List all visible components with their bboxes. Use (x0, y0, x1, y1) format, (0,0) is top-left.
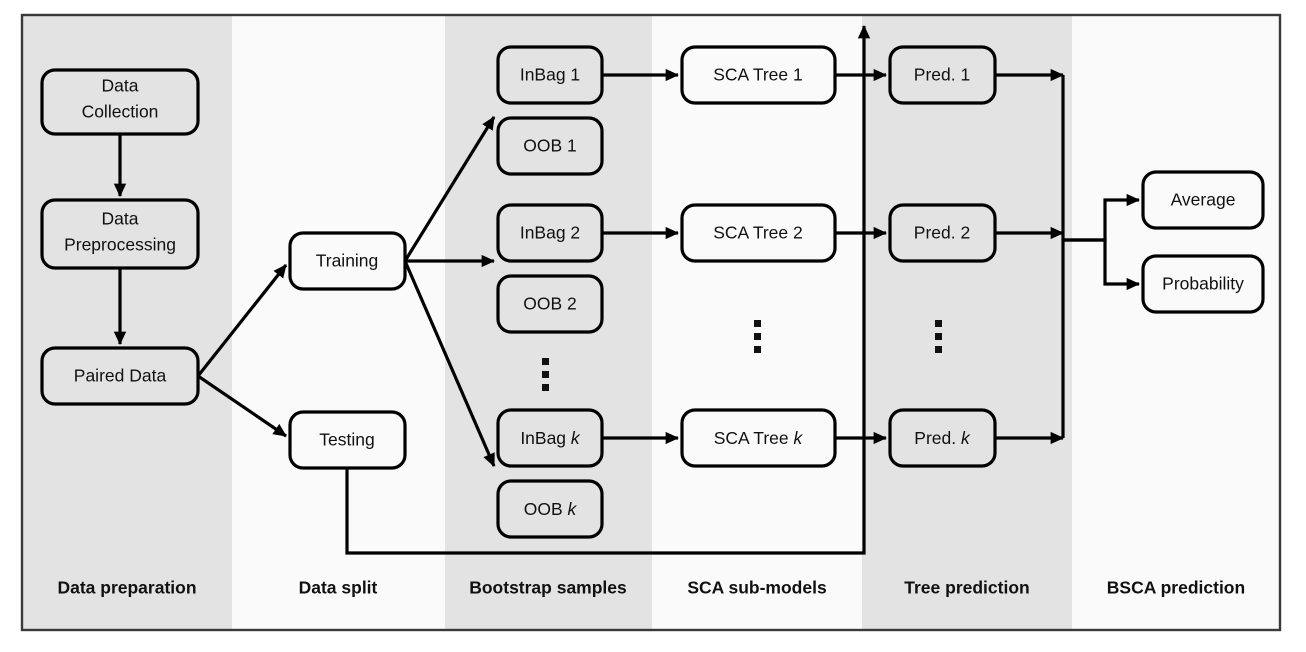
node-data-preprocessing-shape[interactable] (40, 198, 200, 270)
node-pred-2[interactable]: Pred. 2 (888, 203, 997, 263)
node-probability-label: Probability (1162, 274, 1244, 294)
node-sca-tree-2[interactable]: SCA Tree 2 (680, 203, 837, 263)
node-oob-1-shape[interactable] (496, 116, 604, 176)
node-testing[interactable]: Testing (288, 410, 407, 470)
band-backgrounds (22, 15, 1280, 630)
edge-training-to-bootstrap-1 (403, 116, 496, 262)
band-bsca-prediction (1072, 15, 1280, 630)
node-probability[interactable]: Probability (1141, 254, 1265, 314)
node-data-preprocessing-label-line1: Data (102, 209, 139, 229)
node-oob-2[interactable]: OOB 2 (496, 274, 604, 334)
node-testing-label: Testing (319, 430, 374, 450)
node-inbag-2-shape[interactable] (496, 203, 604, 263)
node-oob-2-shape[interactable] (496, 274, 604, 334)
node-inbag-1-label: InBag 1 (520, 65, 580, 85)
node-data-collection-shape[interactable] (40, 68, 200, 136)
node-oob-k[interactable]: OOB k (496, 479, 604, 539)
node-pred-2-shape[interactable] (888, 203, 997, 263)
node-training-shape[interactable] (288, 231, 407, 291)
node-training-label: Training (316, 251, 379, 271)
band-label-bsca-prediction: BSCA prediction (1107, 578, 1245, 598)
node-oob-k-shape[interactable] (496, 479, 604, 539)
node-sca-tree-2-label: SCA Tree 2 (713, 223, 803, 243)
node-average[interactable]: Average (1141, 170, 1265, 230)
node-sca-tree-k[interactable]: SCA Tree k (680, 408, 837, 468)
edge-bus-to-probability (1063, 238, 1141, 291)
node-inbag-k[interactable]: InBag k (496, 408, 604, 468)
band-label-bootstrap-samples: Bootstrap samples (469, 578, 627, 598)
band-label-data-preparation: Data preparation (57, 578, 196, 598)
node-inbag-2[interactable]: InBag 2 (496, 203, 604, 263)
node-data-preprocessing-label-line2: Preprocessing (64, 235, 176, 255)
ellipsis-predictions-icon (935, 320, 942, 353)
node-pred-2-label: Pred. 2 (914, 223, 970, 243)
node-paired-data-label: Paired Data (74, 366, 167, 386)
node-sca-tree-k-shape[interactable] (680, 408, 837, 468)
band-tree-prediction (862, 15, 1072, 630)
edge-paired-data-to-testing (197, 374, 287, 438)
node-pred-1-label: Pred. 1 (914, 65, 970, 85)
node-inbag-1[interactable]: InBag 1 (496, 45, 604, 105)
node-sca-tree-1-shape[interactable] (680, 45, 837, 105)
diagram-frame (20, 13, 1282, 632)
edge-training-to-bootstrap-k (403, 260, 496, 467)
node-oob-2-label: OOB 2 (523, 294, 577, 314)
node-oob-1[interactable]: OOB 1 (496, 116, 604, 176)
node-inbag-1-shape[interactable] (496, 45, 604, 105)
node-paired-data-shape[interactable] (40, 346, 200, 406)
flow-edges (113, 24, 1141, 555)
band-data-split (232, 15, 445, 630)
node-data-preprocessing[interactable]: Data Preprocessing (40, 198, 200, 270)
node-data-collection-label-line2: Collection (82, 102, 159, 122)
node-inbag-2-label: InBag 2 (520, 223, 580, 243)
band-label-sca-sub-models: SCA sub-models (687, 578, 827, 598)
node-pred-1-shape[interactable] (888, 45, 997, 105)
node-pred-k-label: Pred. k (914, 428, 971, 448)
ellipsis-bootstrap-icon (542, 358, 549, 391)
node-probability-shape[interactable] (1141, 254, 1265, 314)
node-pred-1[interactable]: Pred. 1 (888, 45, 997, 105)
node-sca-tree-1[interactable]: SCA Tree 1 (680, 45, 837, 105)
band-labels: Data preparation Data split Bootstrap sa… (57, 578, 1245, 598)
node-oob-1-label: OOB 1 (523, 136, 577, 156)
node-inbag-k-shape[interactable] (496, 408, 604, 468)
edge-paired-data-to-training (196, 264, 288, 377)
node-average-shape[interactable] (1141, 170, 1265, 230)
node-pred-k-shape[interactable] (888, 408, 997, 468)
node-sca-tree-k-label: SCA Tree k (714, 428, 804, 448)
node-testing-shape[interactable] (288, 410, 407, 470)
node-boxes: Data Collection Data Preprocessing Paire… (40, 45, 1265, 539)
node-pred-k[interactable]: Pred. k (888, 408, 997, 468)
node-sca-tree-2-shape[interactable] (680, 203, 837, 263)
node-sca-tree-1-label: SCA Tree 1 (713, 65, 803, 85)
node-inbag-k-label: InBag k (520, 428, 581, 448)
node-data-collection-label-line1: Data (102, 76, 139, 96)
node-paired-data[interactable]: Paired Data (40, 346, 200, 406)
node-data-collection[interactable]: Data Collection (40, 68, 200, 136)
node-oob-k-label: OOB k (524, 499, 578, 519)
ellipsis-sca-trees-icon (754, 320, 761, 353)
edge-testing-feedback-to-trees (345, 24, 871, 555)
band-label-tree-prediction: Tree prediction (904, 578, 1029, 598)
node-training[interactable]: Training (288, 231, 407, 291)
band-label-data-split: Data split (299, 578, 378, 598)
vertical-ellipses (542, 320, 942, 391)
node-average-label: Average (1171, 190, 1236, 210)
